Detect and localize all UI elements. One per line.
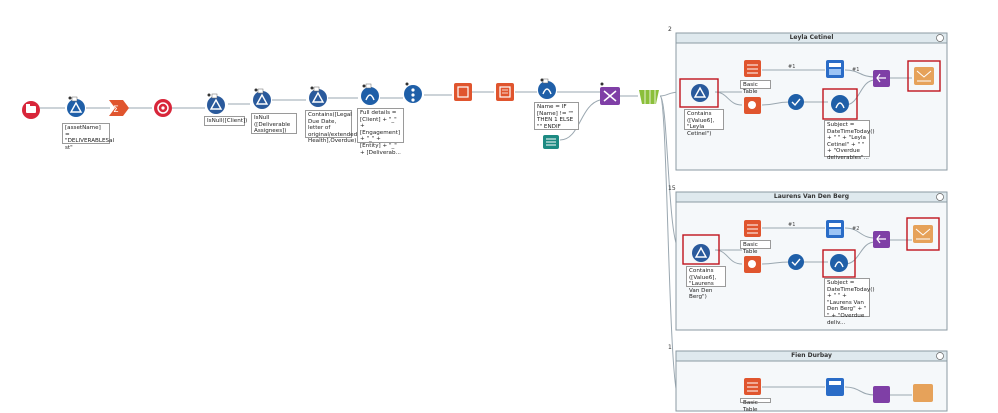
container-index: 2 — [668, 26, 672, 33]
table-label: Basic Table — [740, 240, 771, 255]
batch-macro-icon[interactable] — [639, 90, 659, 104]
container-title: Leyla Cetinel — [789, 34, 834, 41]
collapse-icon[interactable] — [936, 352, 944, 360]
check-icon[interactable] — [788, 94, 804, 110]
filter-annotation: Contains ([Value6], "Laurens Van Den Ber… — [686, 266, 726, 300]
filter-icon[interactable] — [253, 88, 271, 109]
formula-icon[interactable] — [830, 254, 848, 272]
filter-icon[interactable] — [691, 84, 709, 102]
container-index: 15 — [668, 185, 676, 192]
filter1-annotation: IsNull([Client]) — [204, 116, 247, 126]
table-label: Basic Table — [740, 398, 771, 413]
table-icon[interactable] — [744, 60, 761, 77]
formula3-annotation: Name = IF [Name] != "" THEN 1 ELSE "" EN… — [534, 102, 579, 130]
highlight-box — [907, 60, 941, 92]
filter-annotation: Contains ([Value6], "Leyla Cetinel") — [684, 109, 724, 137]
filter3-annotation: Contains([Legal Due Date, letter of orig… — [305, 110, 357, 144]
tool-status-dots — [68, 78, 604, 100]
container-3-flow — [762, 386, 912, 396]
highlight-box — [822, 88, 858, 120]
svg-text:Σ: Σ — [113, 105, 119, 115]
connection-tag: #2 — [852, 226, 860, 232]
formula-icon[interactable] — [361, 83, 379, 105]
formula-icon[interactable] — [538, 78, 556, 99]
formula-icon[interactable] — [67, 96, 85, 117]
highlight-box — [906, 217, 940, 251]
table-icon[interactable] — [744, 378, 761, 395]
text-input-icon[interactable] — [543, 135, 559, 149]
filter-icon[interactable] — [309, 86, 327, 107]
collapse-icon[interactable] — [936, 34, 944, 42]
connection-tag: #1 — [852, 67, 860, 73]
filter-icon[interactable] — [692, 244, 710, 262]
report-icon[interactable] — [744, 256, 761, 273]
table-label: Basic Table — [740, 80, 771, 95]
table-icon[interactable] — [744, 220, 761, 237]
layout-icon[interactable] — [826, 220, 844, 238]
formula2-annotation: Full details = [Client] + "_" + [Engagem… — [357, 108, 404, 156]
highlight-box — [682, 234, 720, 265]
container-title: Laurens Van Den Berg — [773, 193, 850, 200]
formula1-annotation: [assetName] = "DELIVERABLESal st" — [62, 123, 114, 151]
highlight-box — [822, 249, 856, 278]
check-icon[interactable] — [788, 254, 804, 270]
highlight-box — [679, 78, 719, 108]
layout-icon[interactable] — [826, 60, 844, 78]
crosstab-icon[interactable] — [600, 87, 620, 105]
filter-icon[interactable] — [207, 93, 225, 114]
join-icon[interactable] — [873, 231, 890, 248]
summarize-icon[interactable]: Σ — [109, 100, 129, 116]
join-icon[interactable] — [873, 386, 890, 403]
report-icon[interactable] — [496, 83, 514, 101]
container-index: 1 — [668, 344, 672, 351]
filter2-annotation: IsNull ([Deliverable Assignees]) — [251, 113, 297, 134]
report-icon[interactable] — [744, 97, 761, 114]
formula-annotation: Subject = DateTimeToday() + " " + "Leyla… — [824, 120, 875, 161]
collapse-icon[interactable] — [936, 193, 944, 201]
unique-icon[interactable] — [154, 99, 172, 117]
email-icon[interactable] — [913, 384, 933, 402]
connection-tag: #1 — [788, 222, 796, 228]
containers — [675, 32, 948, 412]
select-icon[interactable] — [404, 85, 422, 103]
container-title: Fien Durbay — [791, 352, 832, 359]
layout-icon[interactable] — [826, 378, 844, 396]
connection-lines — [40, 91, 681, 404]
connection-tag: #1 — [788, 64, 796, 70]
email-icon[interactable] — [914, 67, 934, 85]
input-data-icon[interactable] — [22, 101, 40, 119]
email-icon[interactable] — [913, 225, 933, 243]
formula-icon[interactable] — [831, 95, 849, 113]
report-icon[interactable] — [454, 83, 472, 101]
join-icon[interactable] — [873, 70, 890, 87]
formula-annotation: Subject = DateTimeToday() + " " + "Laure… — [824, 278, 875, 326]
